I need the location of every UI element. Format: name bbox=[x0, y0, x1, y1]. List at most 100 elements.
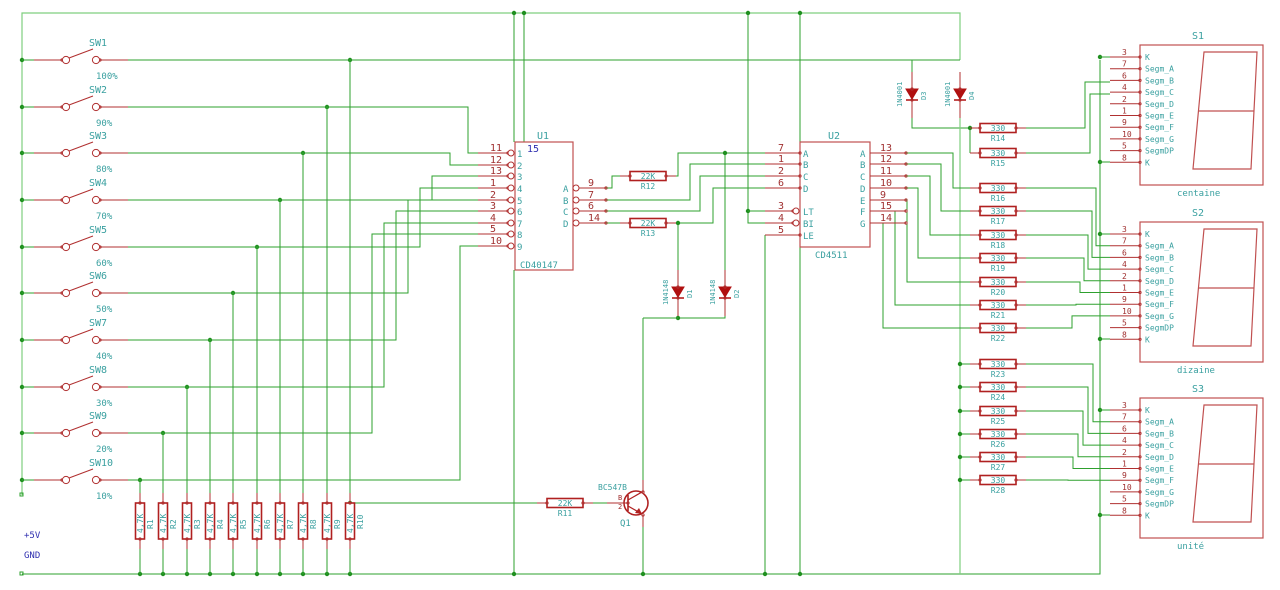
display-pin-number: 6 bbox=[1122, 424, 1127, 433]
pin-end bbox=[664, 174, 668, 178]
inverter-bubble bbox=[572, 184, 580, 192]
u1-pin-number: 5 bbox=[490, 224, 496, 235]
wire bbox=[677, 316, 726, 319]
display-pin-name: K bbox=[1145, 511, 1150, 520]
pin-end bbox=[798, 186, 802, 190]
switch-contact bbox=[61, 335, 71, 345]
wire bbox=[606, 175, 620, 189]
pin-end bbox=[1014, 362, 1018, 366]
switch-contact bbox=[61, 242, 71, 252]
wire bbox=[1026, 93, 1110, 154]
resistor-value: 330 bbox=[991, 360, 1006, 369]
wire bbox=[1026, 386, 1110, 434]
junction-dot bbox=[745, 10, 751, 16]
pin-end bbox=[904, 221, 908, 225]
pin-end bbox=[301, 501, 305, 505]
pin-end bbox=[978, 186, 982, 190]
wire bbox=[128, 210, 478, 341]
pin-end bbox=[904, 162, 908, 166]
u2-pin-number: 12 bbox=[880, 154, 892, 165]
switch-percent: 80% bbox=[96, 165, 113, 175]
display-caption: dizaine bbox=[1177, 366, 1215, 376]
resistor-ref: R16 bbox=[991, 194, 1006, 203]
resistor-value: 4,7K bbox=[346, 514, 355, 533]
pin-end bbox=[185, 537, 189, 541]
display-pin-number: 9 bbox=[1122, 471, 1127, 480]
display-pin-name: Segm_D bbox=[1145, 277, 1174, 286]
junction-dot bbox=[957, 431, 963, 437]
u1-pin-name: 4 bbox=[517, 185, 522, 195]
pin-end bbox=[626, 501, 630, 505]
inverter-bubble bbox=[507, 149, 515, 157]
wire bbox=[906, 163, 970, 212]
display-pin-name: Segm_D bbox=[1145, 453, 1174, 462]
display-pin-name: Segm_F bbox=[1145, 123, 1174, 132]
resistor-ref: R25 bbox=[991, 417, 1006, 426]
display-pin-number: 10 bbox=[1122, 130, 1132, 139]
inverter-bubble bbox=[507, 161, 515, 169]
resistor-ref: R23 bbox=[991, 370, 1006, 379]
pin-end bbox=[1014, 409, 1018, 413]
pin-end bbox=[1138, 513, 1142, 517]
switch-lever bbox=[68, 235, 94, 246]
pin-end bbox=[798, 174, 802, 178]
display-pin-name: Segm_B bbox=[1145, 76, 1174, 85]
pin-end bbox=[978, 409, 982, 413]
resistor-value: 330 bbox=[991, 124, 1006, 133]
pin-end bbox=[185, 501, 189, 505]
wire bbox=[128, 233, 478, 434]
diode-part: 1N4148 bbox=[662, 280, 670, 305]
u1-pin-number: 3 bbox=[490, 201, 496, 212]
wire bbox=[128, 222, 478, 388]
resistor-value: 330 bbox=[991, 149, 1006, 158]
switch-percent: 50% bbox=[96, 305, 113, 315]
junction-dot bbox=[521, 10, 527, 16]
display-caption: centaine bbox=[1177, 189, 1220, 199]
wire bbox=[128, 187, 478, 248]
pin-end bbox=[1138, 113, 1142, 118]
resistor-value: 330 bbox=[991, 278, 1006, 287]
display-pin-number: 5 bbox=[1122, 319, 1127, 328]
pin-end bbox=[1138, 125, 1142, 129]
display-pin-name: Segm_G bbox=[1145, 312, 1174, 321]
pin-end bbox=[1138, 90, 1142, 94]
pin-end bbox=[208, 537, 212, 541]
u1-pin-number: 9 bbox=[588, 178, 594, 189]
pin-end bbox=[278, 501, 282, 505]
switch-contact bbox=[91, 195, 101, 205]
switch-contact bbox=[61, 288, 71, 298]
switch-lever bbox=[68, 421, 94, 432]
resistor-ref: R3 bbox=[193, 519, 202, 529]
switch-contact bbox=[61, 195, 71, 205]
pin-end bbox=[676, 296, 680, 300]
gnd-label: GND bbox=[24, 551, 40, 561]
pin-end bbox=[958, 87, 962, 91]
pin-end bbox=[1014, 233, 1018, 237]
u1-pin-name: 3 bbox=[517, 173, 522, 183]
display-pin-name: Segm_A bbox=[1145, 418, 1174, 427]
resistor-value: 22K bbox=[641, 219, 656, 228]
pin-end bbox=[1014, 280, 1018, 284]
switch-percent: 90% bbox=[96, 119, 113, 129]
resistor-ref: R4 bbox=[216, 519, 225, 529]
junction-dot bbox=[957, 477, 963, 483]
pin-end bbox=[301, 537, 305, 541]
resistor-value: 330 bbox=[991, 301, 1006, 310]
switch-ref: SW5 bbox=[89, 225, 107, 236]
pin-end bbox=[1138, 490, 1142, 494]
pin-end bbox=[664, 221, 668, 225]
transistor-ref: Q1 bbox=[620, 519, 631, 529]
transistor-collector bbox=[627, 491, 643, 501]
pin-end bbox=[1138, 267, 1142, 271]
pin-end bbox=[904, 174, 908, 178]
pin-end bbox=[1138, 232, 1142, 236]
resistor-value: 330 bbox=[991, 324, 1006, 333]
u2-pin-name: LE bbox=[803, 232, 814, 242]
switch-ref: SW9 bbox=[89, 411, 107, 422]
u1-part: CD40147 bbox=[520, 261, 558, 271]
pin-end bbox=[628, 221, 632, 225]
u1-pin-name: C bbox=[563, 208, 568, 218]
pin-end bbox=[904, 198, 908, 202]
wire bbox=[128, 152, 478, 166]
display-pin-name: Segm_F bbox=[1145, 476, 1174, 485]
